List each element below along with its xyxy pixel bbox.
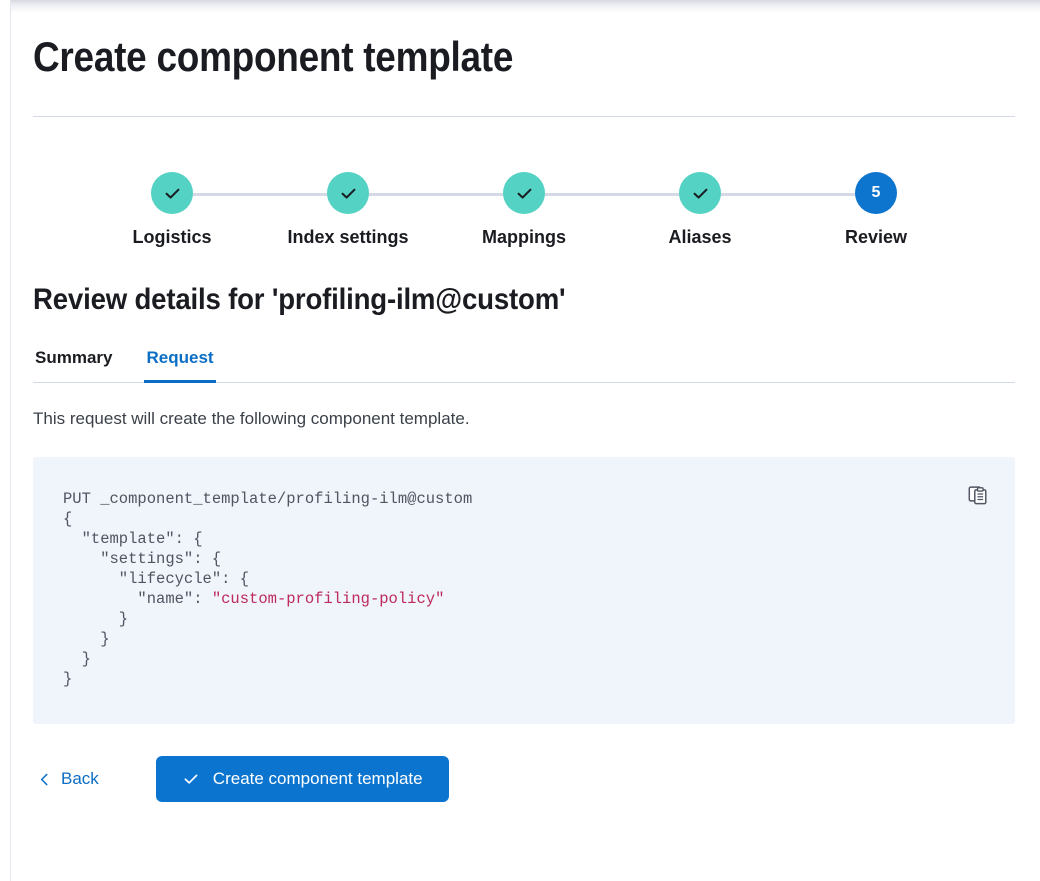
code-line: "lifecycle": { bbox=[63, 570, 250, 588]
request-description: This request will create the following c… bbox=[33, 409, 470, 428]
create-component-template-button[interactable]: Create component template bbox=[155, 756, 449, 802]
wizard-footer: Back Create component template bbox=[33, 756, 1015, 802]
step-marker-complete bbox=[151, 172, 193, 214]
code-string-value: "custom-profiling-policy" bbox=[211, 590, 445, 608]
step-marker-current: 5 bbox=[855, 172, 897, 214]
code-line: } bbox=[63, 670, 73, 688]
chevron-left-icon bbox=[40, 773, 48, 785]
stepper-step-label: Logistics bbox=[132, 227, 212, 247]
create-component-template-button-label: Create component template bbox=[212, 769, 423, 788]
request-code-block: PUT _component_template/profiling-ilm@cu… bbox=[33, 457, 1015, 724]
check-icon bbox=[517, 188, 531, 199]
code-line: "template": { bbox=[63, 530, 203, 548]
tab-summary[interactable]: Summary bbox=[35, 348, 113, 367]
code-line: } bbox=[63, 610, 129, 628]
stepper-step-label: Review bbox=[844, 227, 908, 247]
check-icon bbox=[184, 774, 198, 784]
stepper-step-index-settings[interactable]: Index settings bbox=[260, 172, 436, 248]
review-details-title: Review details for 'profiling-ilm@custom… bbox=[33, 283, 566, 316]
tab-request[interactable]: Request bbox=[144, 348, 216, 383]
header-divider bbox=[33, 116, 1015, 117]
wizard-stepper: Logistics Index settings Mappings bbox=[84, 117, 964, 248]
check-icon bbox=[693, 188, 707, 199]
stepper-step-logistics[interactable]: Logistics bbox=[84, 172, 260, 248]
step-marker-complete bbox=[503, 172, 545, 214]
code-line: } bbox=[63, 650, 91, 668]
copy-to-clipboard-button[interactable] bbox=[965, 481, 991, 507]
back-button[interactable]: Back bbox=[33, 763, 103, 795]
create-component-template-flyout: Create component template Logistics bbox=[10, 0, 1040, 881]
check-icon bbox=[165, 188, 179, 199]
code-line: "name": bbox=[63, 590, 212, 608]
code-line: { bbox=[63, 510, 73, 528]
step-marker-complete bbox=[327, 172, 369, 214]
stepper-step-aliases[interactable]: Aliases bbox=[612, 172, 788, 248]
back-button-label: Back bbox=[61, 769, 99, 788]
request-code-text: PUT _component_template/profiling-ilm@cu… bbox=[33, 457, 1015, 689]
code-method-line: PUT _component_template/profiling-ilm@cu… bbox=[63, 490, 473, 508]
check-icon bbox=[341, 188, 355, 199]
stepper-step-mappings[interactable]: Mappings bbox=[436, 172, 612, 248]
code-line: "settings": { bbox=[63, 550, 222, 568]
page-title: Create component template bbox=[33, 33, 514, 80]
stepper-step-label: Mappings bbox=[482, 227, 566, 247]
review-tabs: Summary Request bbox=[33, 348, 1015, 383]
clipboard-copy-icon bbox=[968, 486, 987, 505]
stepper-step-label: Index settings bbox=[287, 227, 409, 247]
step-marker-complete bbox=[679, 172, 721, 214]
stepper-step-label: Aliases bbox=[668, 227, 732, 247]
stepper-step-review[interactable]: 5 Review bbox=[788, 172, 964, 248]
code-line: } bbox=[63, 630, 110, 648]
